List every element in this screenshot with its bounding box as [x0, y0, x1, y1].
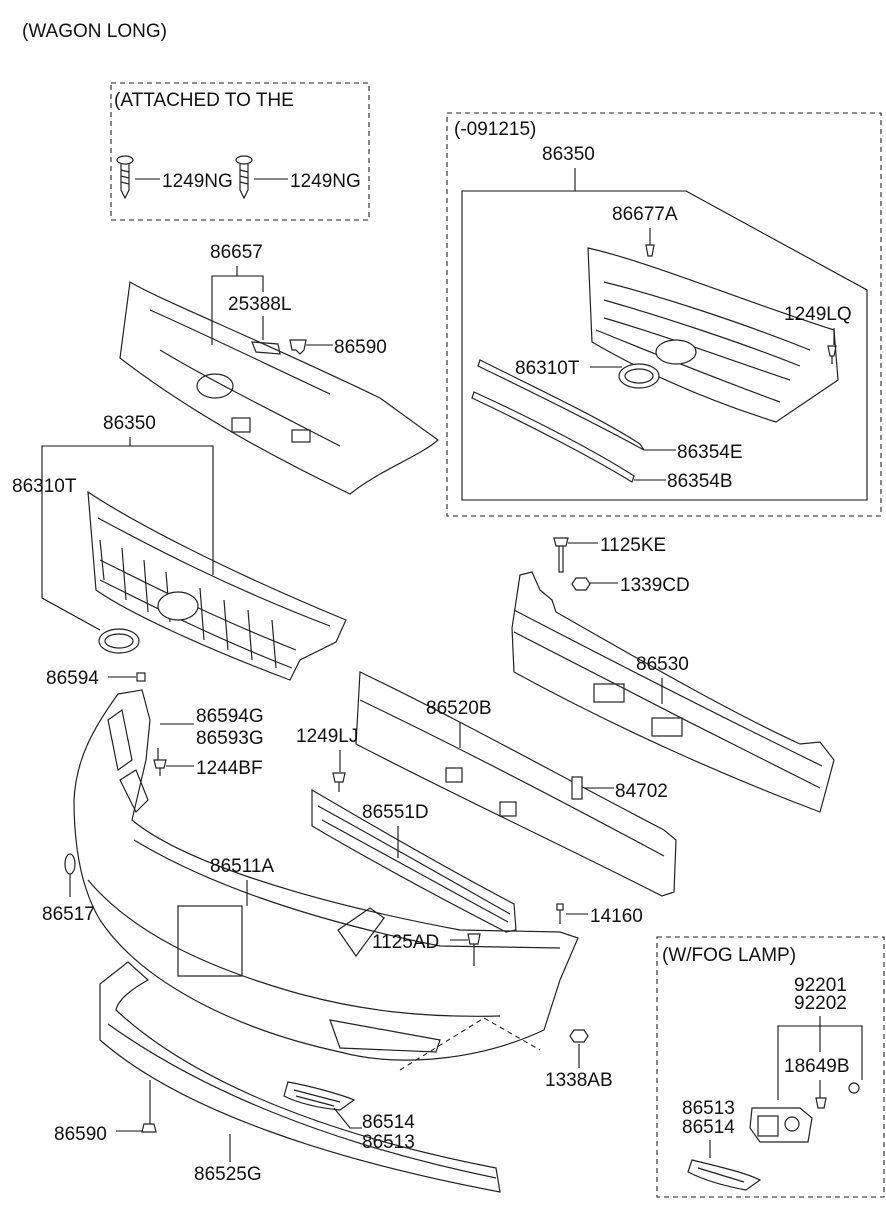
- label-86354b: 86354B: [667, 471, 733, 492]
- bolt-1244bf-icon: [153, 748, 167, 776]
- clip-86677a-icon: [645, 244, 655, 257]
- emblem-86310t-main-icon: [98, 628, 140, 654]
- lip-86525g-icon: [99, 961, 501, 1193]
- early-grille-box: [446, 112, 882, 517]
- fog-socket-icon: [848, 1082, 860, 1094]
- bulb-18649b-icon: [815, 1097, 827, 1109]
- early-grille-box-title: (-091215): [454, 119, 536, 140]
- pad-25388l-icon: [251, 341, 281, 355]
- screw-14160-icon: [556, 903, 564, 924]
- retainer-86590-low-icon: [141, 1123, 157, 1133]
- screw-1249ng-1-icon: [116, 155, 134, 200]
- label-86525g: 86525G: [194, 1164, 262, 1185]
- label-86530: 86530: [636, 654, 689, 675]
- attached-box-title: (ATTACHED TO THE: [114, 90, 294, 111]
- lower-grille-86551d-icon: [311, 788, 517, 933]
- emblem-86310t-top-icon: [618, 363, 660, 389]
- label-86513-fog: 86513: [682, 1098, 735, 1119]
- label-86354e: 86354E: [677, 442, 743, 463]
- screw-1249ng-2-icon: [235, 155, 253, 200]
- fog-lamp-box: [656, 936, 885, 1198]
- label-1125ad: 1125AD: [372, 932, 439, 953]
- fog-lamp-box-title: (W/FOG LAMP): [662, 945, 796, 966]
- screw-1249lj-icon: [332, 772, 346, 792]
- molding-86354b-icon: [471, 391, 635, 483]
- label-86514-fog: 86514: [682, 1117, 735, 1138]
- early-grille-icon: [587, 247, 839, 423]
- label-86677a: 86677A: [612, 204, 678, 225]
- label-1244bf: 1244BF: [196, 758, 263, 779]
- bolt-1125ke-icon: [553, 537, 569, 573]
- label-86657: 86657: [210, 242, 263, 263]
- fog-lamp-92201-icon: [749, 1107, 813, 1143]
- label-1249lq: 1249LQ: [784, 304, 852, 325]
- label-1338ab: 1338AB: [545, 1070, 613, 1091]
- screw-1249lq-icon: [827, 345, 837, 364]
- label-25388l: 25388L: [228, 294, 291, 315]
- label-1339cd: 1339CD: [620, 575, 690, 596]
- label-86590-top: 86590: [334, 337, 387, 358]
- label-86520b: 86520B: [426, 698, 492, 719]
- grille-86350-main-icon: [87, 490, 347, 681]
- nut-1339cd-icon: [571, 577, 591, 591]
- fog-cover-86513-icon: [687, 1159, 762, 1191]
- label-86350-top: 86350: [542, 144, 595, 165]
- clip-84702-icon: [571, 776, 583, 800]
- retainer-86590-top-icon: [289, 339, 307, 355]
- label-86594: 86594: [46, 668, 99, 689]
- label-18649b: 18649B: [784, 1056, 850, 1077]
- label-1249lj: 1249LJ: [296, 726, 358, 747]
- label-1125ke: 1125KE: [600, 535, 666, 556]
- fog-cover-86514-icon: [283, 1081, 356, 1111]
- label-1249ng-2: 1249NG: [290, 171, 361, 192]
- label-92201: 92201: [794, 975, 847, 996]
- beam-86530-icon: [511, 571, 835, 813]
- cover-86657-icon: [119, 281, 439, 495]
- label-84702: 84702: [615, 781, 668, 802]
- label-92202: 92202: [794, 993, 847, 1014]
- label-86593g: 86593G: [196, 728, 264, 749]
- bumper-86511a-icon: [73, 689, 579, 1061]
- label-14160: 14160: [590, 906, 643, 927]
- label-86511a: 86511A: [210, 856, 274, 877]
- label-86551d: 86551D: [362, 802, 429, 823]
- label-1249ng-1: 1249NG: [162, 171, 233, 192]
- label-86594g: 86594G: [196, 706, 264, 727]
- label-86517: 86517: [42, 904, 95, 925]
- clip-86594-icon: [136, 672, 146, 682]
- label-86310t-main: 86310T: [12, 476, 77, 497]
- nut-1338ab-icon: [569, 1029, 589, 1043]
- label-86350-main: 86350: [103, 413, 156, 434]
- attached-box: [110, 82, 370, 221]
- cap-86517-icon: [64, 853, 76, 875]
- absorber-86520b-icon: [355, 671, 677, 897]
- bolt-1125ad-icon: [467, 933, 481, 966]
- label-86310t-top: 86310T: [515, 358, 580, 379]
- label-86514: 86514: [362, 1112, 415, 1133]
- label-86590-low: 86590: [54, 1124, 107, 1145]
- diagram-title: (WAGON LONG): [22, 21, 167, 42]
